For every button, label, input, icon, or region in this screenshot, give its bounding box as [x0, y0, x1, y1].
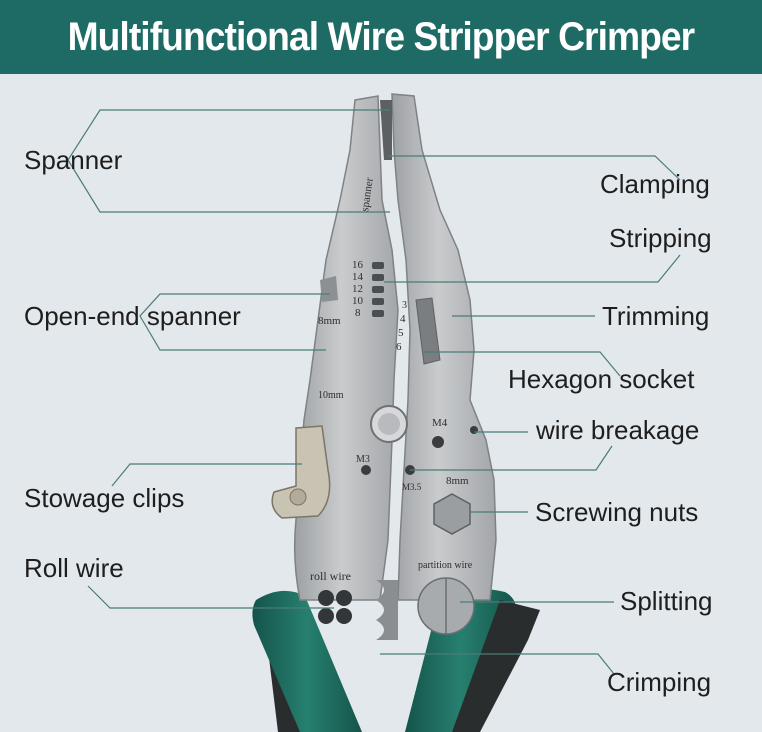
label-stowage-clips: Stowage clips: [24, 483, 185, 513]
leader-crimping: [380, 653, 615, 675]
engraving-m3: M3: [356, 454, 370, 465]
leader-spanner: [67, 109, 390, 213]
leader-open-end: [139, 293, 330, 351]
engravings: spanner 16 14 12 10 8 3 4 5 6 8mm 10mm M…: [310, 177, 473, 583]
leader-hexagon: [424, 351, 621, 377]
gauge-8: 8: [355, 307, 361, 319]
crimp-teeth: [376, 580, 398, 640]
leader-stripping: [384, 254, 681, 283]
engraving-roll-wire: roll wire: [310, 569, 351, 583]
hex-socket: [433, 493, 471, 535]
left-handle-green: [252, 590, 362, 732]
gauge-4: 4: [400, 313, 406, 325]
label-open-end-spanner: Open-end spanner: [24, 301, 241, 331]
page-title: Multifunctional Wire Stripper Crimper: [67, 14, 696, 59]
label-roll-wire: Roll wire: [24, 553, 124, 583]
gauge-3: 3: [402, 300, 407, 311]
label-clamping: Clamping: [600, 169, 710, 199]
gauge-16: 16: [352, 259, 364, 271]
gauge-12: 12: [352, 283, 363, 295]
engraving-m4: M4: [432, 417, 448, 429]
gauge-10: 10: [352, 295, 364, 307]
label-crimping: Crimping: [607, 667, 712, 697]
label-screwing-nuts: Screwing nuts: [535, 497, 699, 527]
engraving-8mm-lower: 8mm: [446, 475, 469, 487]
engraving-spanner: spanner: [359, 177, 376, 213]
right-handle-black: [452, 600, 540, 732]
label-splitting: Splitting: [620, 586, 713, 616]
gauge-5: 5: [398, 327, 404, 339]
breakage-hole: [470, 426, 478, 434]
label-trimming: Trimming: [602, 301, 710, 331]
label-stripping: Stripping: [609, 223, 712, 253]
tool-illustration: spanner 16 14 12 10 8 3 4 5 6 8mm 10mm M…: [0, 74, 762, 732]
stripping-notches: [372, 262, 384, 317]
gauge-14: 14: [352, 271, 364, 283]
roll-wire-holes: [318, 590, 352, 624]
leader-lines: [67, 109, 681, 675]
engraving-8mm-upper: 8mm: [318, 315, 341, 327]
right-jaw: [391, 93, 497, 601]
engraving-10mm: 10mm: [318, 390, 344, 401]
m4-hole: [432, 436, 444, 448]
jaw-gap: [380, 100, 392, 160]
steel-body: [271, 93, 497, 640]
leader-roll-wire: [87, 585, 334, 609]
leader-clamping: [388, 155, 681, 181]
engraving-m35: M3.5: [402, 482, 422, 492]
label-hexagon-socket: Hexagon socket: [508, 364, 695, 394]
trimming-slot: [415, 297, 441, 365]
label-wire-breakage: wire breakage: [536, 415, 700, 445]
leader-m35: [410, 445, 613, 471]
leader-stowage: [111, 463, 302, 487]
m3-hole: [361, 465, 371, 475]
gauge-6: 6: [396, 341, 402, 353]
label-spanner: Spanner: [24, 145, 123, 175]
open-end-notch: [320, 276, 338, 302]
title-banner: Multifunctional Wire Stripper Crimper: [0, 0, 762, 74]
engraving-partition-wire: partition wire: [418, 560, 473, 571]
stowage-clip: [271, 425, 331, 519]
